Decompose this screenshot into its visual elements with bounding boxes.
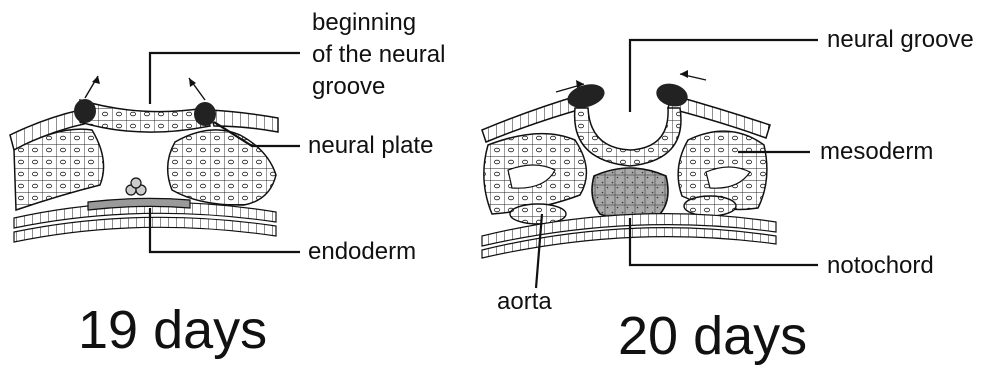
- label-mesoderm: mesoderm: [820, 138, 933, 166]
- label-neural-plate: neural plate: [308, 132, 433, 160]
- label-notochord: notochord: [827, 252, 934, 280]
- label-beginning: beginning: [312, 9, 416, 37]
- groove-leader-line: [150, 53, 300, 104]
- label-groove: groove: [312, 73, 385, 101]
- caption-20-days: 20 days: [618, 306, 807, 366]
- caption-19-days: 19 days: [78, 300, 267, 360]
- neural-groove-leader-line: [630, 40, 818, 112]
- label-of-the-neural: of the neural: [312, 41, 445, 69]
- label-neural-groove: neural groove: [827, 26, 974, 54]
- label-aorta: aorta: [497, 288, 552, 316]
- left-embryo-drawing: [10, 76, 278, 242]
- label-endoderm: endoderm: [308, 238, 416, 266]
